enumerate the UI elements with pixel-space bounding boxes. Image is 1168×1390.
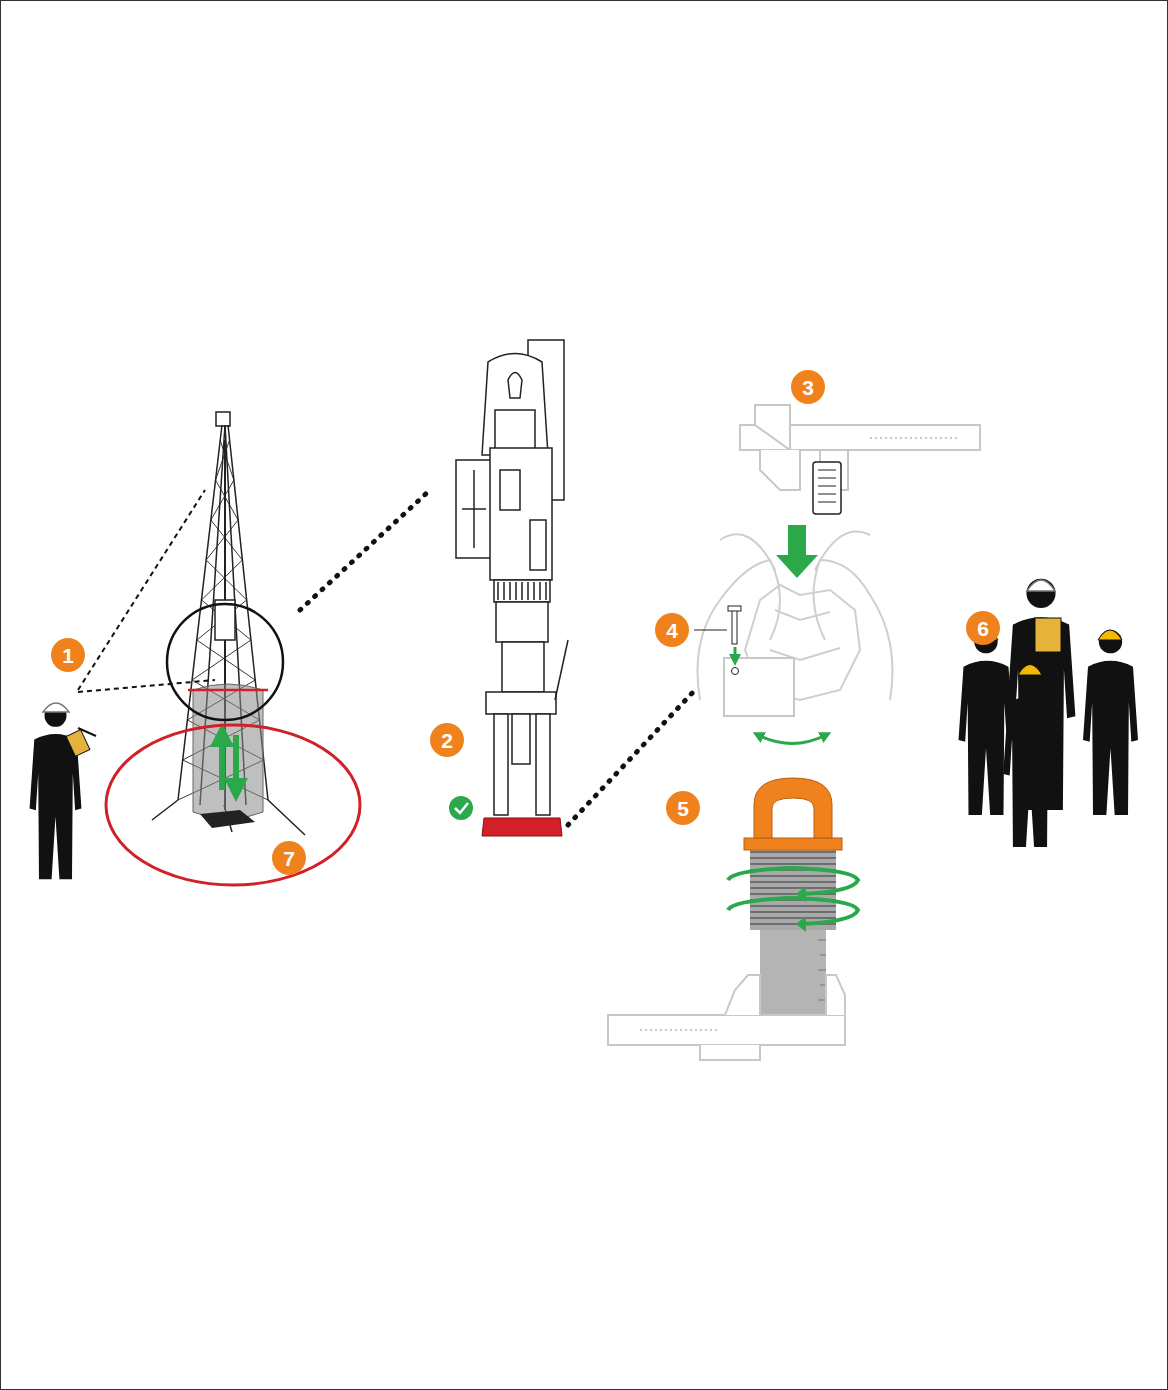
pin bbox=[728, 606, 741, 675]
leader-line bbox=[694, 629, 727, 630]
zoom-circle bbox=[167, 604, 283, 720]
callout-number: 6 bbox=[966, 611, 1000, 645]
drill-tool bbox=[456, 340, 568, 815]
filter-cartridge bbox=[813, 462, 841, 514]
jaw-block bbox=[724, 658, 794, 716]
borehole bbox=[188, 684, 268, 828]
callout-text: 6 bbox=[977, 618, 989, 639]
check-mark bbox=[449, 796, 473, 820]
callout-text: 5 bbox=[677, 798, 689, 819]
inspector-figure bbox=[30, 703, 96, 879]
callout-number: 2 bbox=[430, 723, 464, 757]
team-group bbox=[959, 579, 1139, 847]
callout-number: 1 bbox=[51, 638, 85, 672]
insert-arrow bbox=[776, 525, 818, 578]
callout-text: 3 bbox=[802, 377, 814, 398]
red-clamp bbox=[482, 818, 562, 836]
callout-number: 5 bbox=[666, 791, 700, 825]
caliper-bottom bbox=[608, 975, 845, 1060]
rotate-arrow bbox=[758, 735, 826, 744]
drill-tower bbox=[152, 412, 305, 835]
callout-text: 1 bbox=[62, 645, 74, 666]
callout-text: 4 bbox=[666, 620, 678, 641]
callout-text: 2 bbox=[441, 730, 453, 751]
callout-number: 7 bbox=[272, 841, 306, 875]
zone-ellipse bbox=[106, 725, 360, 885]
sight-line bbox=[78, 490, 205, 690]
check-tick bbox=[455, 803, 468, 813]
callout-number: 4 bbox=[655, 613, 689, 647]
caliper-top bbox=[740, 405, 980, 490]
zoom-line bbox=[300, 490, 430, 610]
callout-number: 3 bbox=[791, 370, 825, 404]
callout-text: 7 bbox=[283, 848, 295, 869]
